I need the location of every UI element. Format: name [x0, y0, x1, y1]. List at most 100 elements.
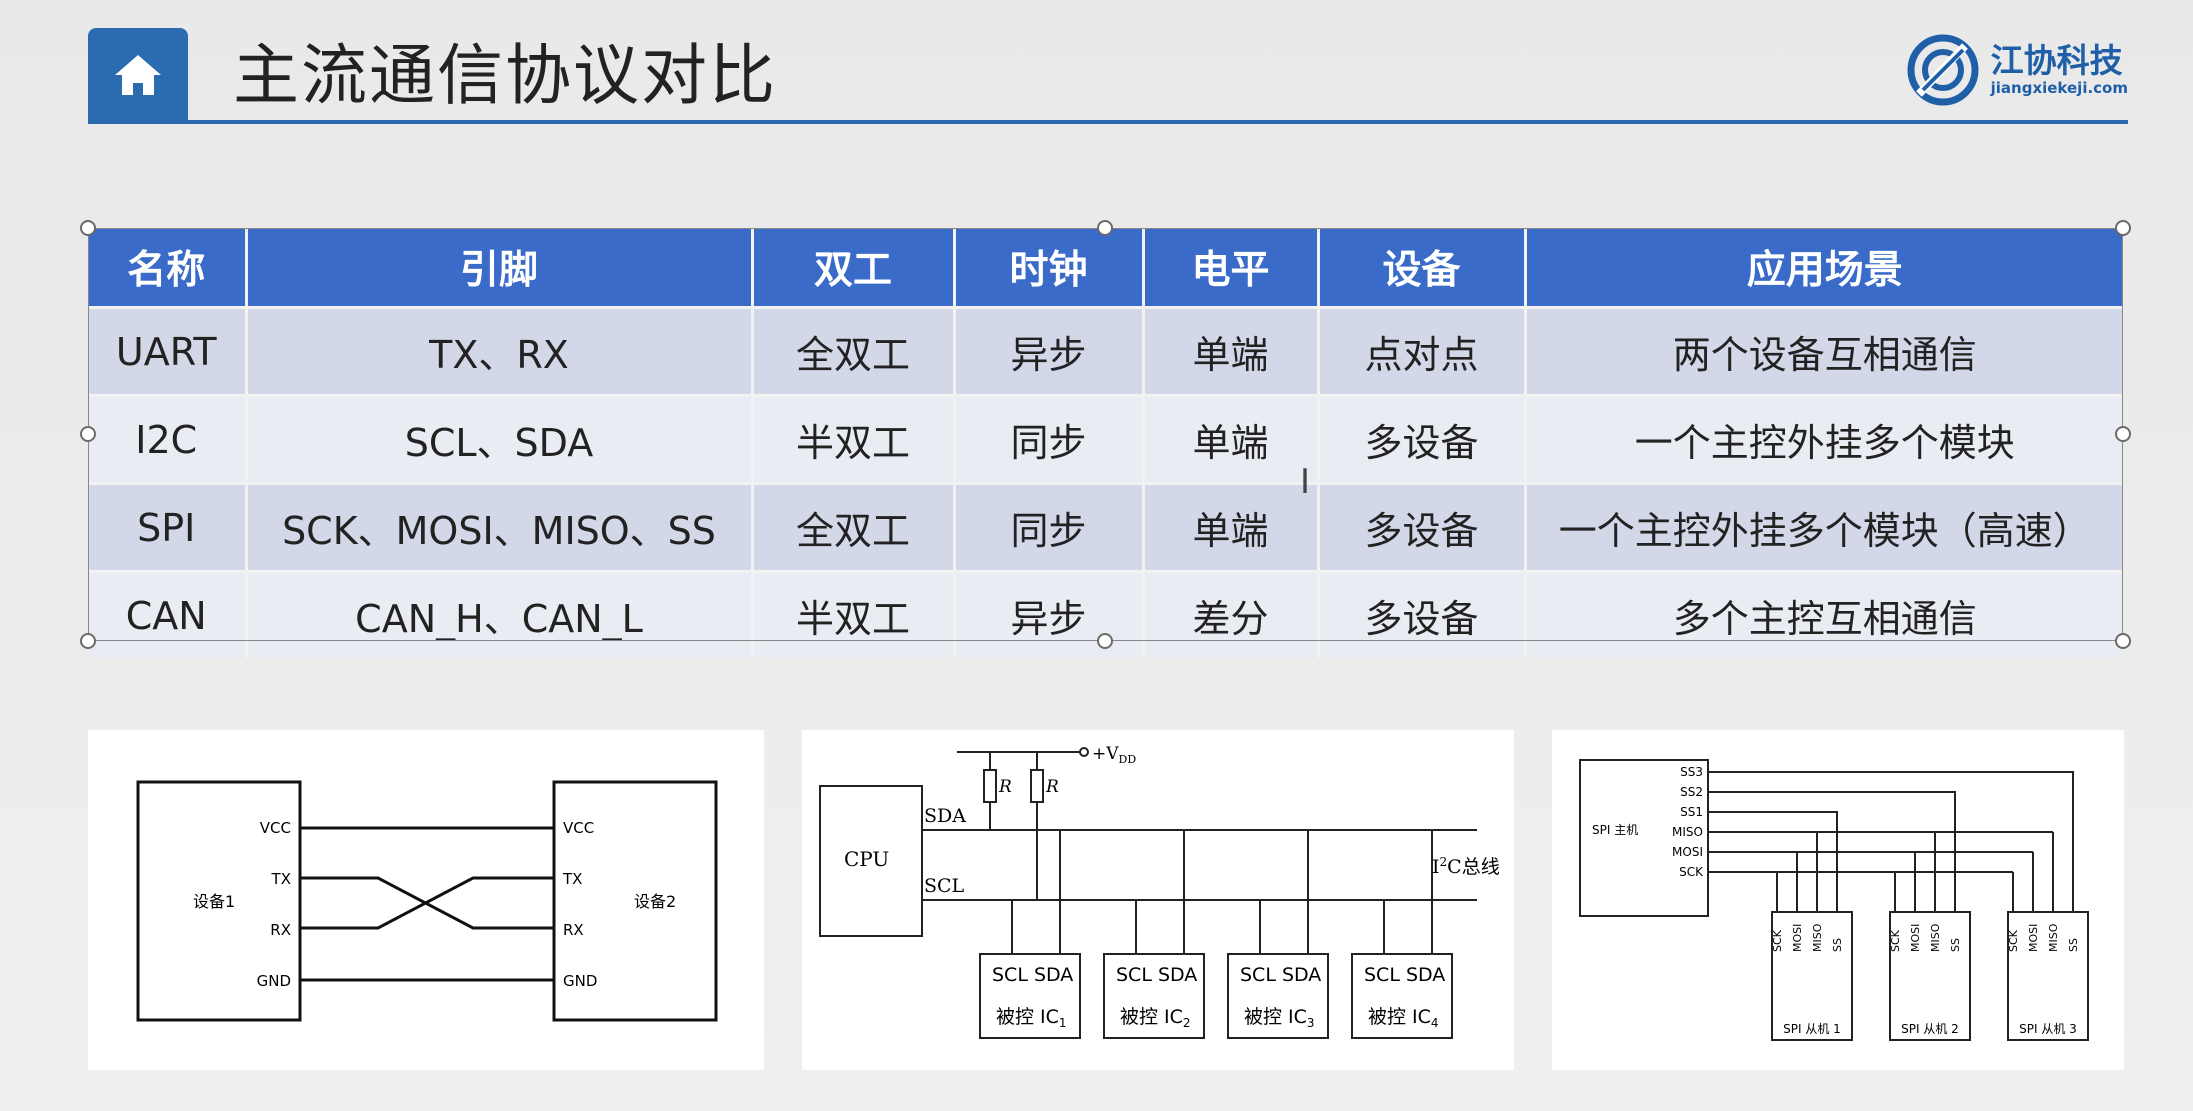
- vdd-label: +VDD: [1092, 744, 1136, 766]
- slave-label: 被控 IC1: [996, 1006, 1067, 1030]
- table-cell: 单端: [1143, 306, 1320, 396]
- table-cell: 同步: [954, 394, 1145, 484]
- page-title: 主流通信协议对比: [233, 37, 777, 114]
- column-header: 设备: [1318, 228, 1527, 308]
- device2-label: 设备2: [634, 892, 676, 911]
- logo-url: jiangxiekeji.com: [1990, 79, 2128, 97]
- resize-handle-left[interactable]: [80, 426, 96, 442]
- table-cell: TX、RX: [246, 306, 754, 396]
- text-cursor-icon: I: [1300, 462, 1311, 502]
- spi-master-label: SPI 主机: [1592, 823, 1638, 837]
- cpu-label: CPU: [844, 847, 889, 871]
- pin-label: MISO: [1929, 923, 1942, 952]
- slave-pins: SCL SDA: [1364, 964, 1445, 986]
- table-cell: 两个设备互相通信: [1525, 306, 2123, 396]
- table-cell: 多设备: [1318, 570, 1527, 658]
- table-cell: 点对点: [1318, 306, 1527, 396]
- resize-handle-bottom[interactable]: [1097, 633, 1113, 649]
- table-cell: 差分: [1143, 570, 1320, 658]
- pin-label: MOSI: [1672, 845, 1703, 859]
- table-row: CAN CAN_H、CAN_L 半双工 异步 差分 多设备 多个主控互相通信: [88, 570, 2123, 658]
- pin-label: VCC: [563, 819, 594, 837]
- scl-label: SCL: [924, 875, 965, 897]
- table-header-row: 名称 引脚 双工 时钟 电平 设备 应用场景: [88, 228, 2123, 308]
- pin-label: MOSI: [2027, 924, 2040, 952]
- pin-label: MISO: [2047, 923, 2060, 952]
- pin-label: SCK: [1771, 929, 1784, 952]
- table-cell: 单端: [1143, 482, 1320, 572]
- header-rule: [88, 120, 2128, 124]
- column-header: 电平: [1143, 228, 1320, 308]
- bus-label: I2C总线: [1432, 855, 1500, 878]
- resize-handle-top[interactable]: [1097, 220, 1113, 236]
- table-cell: CAN: [88, 570, 248, 658]
- slave-pins: SCL SDA: [992, 964, 1073, 986]
- pin-label: TX: [271, 870, 291, 888]
- table-cell: 全双工: [752, 306, 956, 396]
- table-cell: 同步: [954, 482, 1145, 572]
- table-row: I2C SCL、SDA 半双工 同步 单端 多设备 一个主控外挂多个模块: [88, 394, 2123, 484]
- slide-header: 主流通信协议对比 江协科技 jiangxiekeji.com: [88, 28, 2128, 124]
- home-icon: [115, 55, 161, 95]
- slave-label: 被控 IC4: [1368, 1006, 1439, 1030]
- slave-label: 被控 IC2: [1120, 1006, 1191, 1030]
- pin-label: SS1: [1680, 805, 1703, 819]
- resistor-label: R: [1045, 777, 1059, 797]
- resize-handle-right[interactable]: [2115, 426, 2131, 442]
- slave-pins: SCL SDA: [1116, 964, 1197, 986]
- pin-label: SS3: [1680, 765, 1703, 779]
- uart-diagram: 设备1 设备2 VCC TX RX GND VCC TX RX GND: [88, 730, 764, 1070]
- spi-slave-label: SPI 从机 1: [1783, 1022, 1841, 1036]
- table-cell: I2C: [88, 394, 248, 484]
- table-row: UART TX、RX 全双工 异步 单端 点对点 两个设备互相通信: [88, 306, 2123, 396]
- table-cell: 多设备: [1318, 394, 1527, 484]
- pin-label: MOSI: [1909, 924, 1922, 952]
- pin-label: MOSI: [1791, 924, 1804, 952]
- pin-label: GND: [257, 972, 291, 990]
- table-cell: SPI: [88, 482, 248, 572]
- pin-label: RX: [563, 921, 584, 939]
- pin-label: SCK: [2007, 929, 2020, 952]
- pin-label: VCC: [260, 819, 291, 837]
- column-header: 时钟: [954, 228, 1145, 308]
- home-button[interactable]: [88, 28, 188, 122]
- sda-label: SDA: [924, 805, 966, 827]
- column-header: 双工: [752, 228, 956, 308]
- brand-logo: 江协科技 jiangxiekeji.com: [1905, 32, 2128, 108]
- table-cell: SCK、MOSI、MISO、SS: [246, 482, 754, 572]
- table-cell: 异步: [954, 306, 1145, 396]
- resize-handle-top-right[interactable]: [2115, 220, 2131, 236]
- pin-label: SCK: [1679, 865, 1704, 879]
- pin-label: SS: [1831, 938, 1844, 952]
- resize-handle-bottom-right[interactable]: [2115, 633, 2131, 649]
- table-cell: 半双工: [752, 570, 956, 658]
- column-header: 引脚: [246, 228, 754, 308]
- table-cell: 一个主控外挂多个模块（高速）: [1525, 482, 2123, 572]
- spi-slave-label: SPI 从机 3: [2019, 1022, 2077, 1036]
- logo-name: 江协科技: [1990, 41, 2123, 80]
- slave-label: 被控 IC3: [1244, 1006, 1315, 1030]
- resize-handle-top-left[interactable]: [80, 220, 96, 236]
- pin-label: SS: [2067, 938, 2080, 952]
- table-cell: 多个主控互相通信: [1525, 570, 2123, 658]
- column-header: 名称: [88, 228, 248, 308]
- table-cell: 异步: [954, 570, 1145, 658]
- table-cell: CAN_H、CAN_L: [246, 570, 754, 658]
- pin-label: GND: [563, 972, 597, 990]
- pin-label: RX: [270, 921, 291, 939]
- pin-label: SS2: [1680, 785, 1703, 799]
- slave-pins: SCL SDA: [1240, 964, 1321, 986]
- table-cell: 一个主控外挂多个模块: [1525, 394, 2123, 484]
- spi-diagram: SPI 主机 SS3 SS2 SS1 MISO MOSI SCK SCK MOS…: [1552, 730, 2124, 1070]
- logo-icon: [1907, 34, 1979, 106]
- pin-label: MISO: [1672, 825, 1703, 839]
- table-cell: UART: [88, 306, 248, 396]
- table-cell: 全双工: [752, 482, 956, 572]
- table-row: SPI SCK、MOSI、MISO、SS 全双工 同步 单端 多设备 一个主控外…: [88, 482, 2123, 572]
- table-cell: 半双工: [752, 394, 956, 484]
- resistor-label: R: [998, 777, 1012, 797]
- protocol-table[interactable]: 名称 引脚 双工 时钟 电平 设备 应用场景 UART TX、RX 全双工 异步…: [88, 228, 2123, 658]
- resize-handle-bottom-left[interactable]: [80, 633, 96, 649]
- device1-label: 设备1: [193, 892, 235, 911]
- pin-label: MISO: [1811, 923, 1824, 952]
